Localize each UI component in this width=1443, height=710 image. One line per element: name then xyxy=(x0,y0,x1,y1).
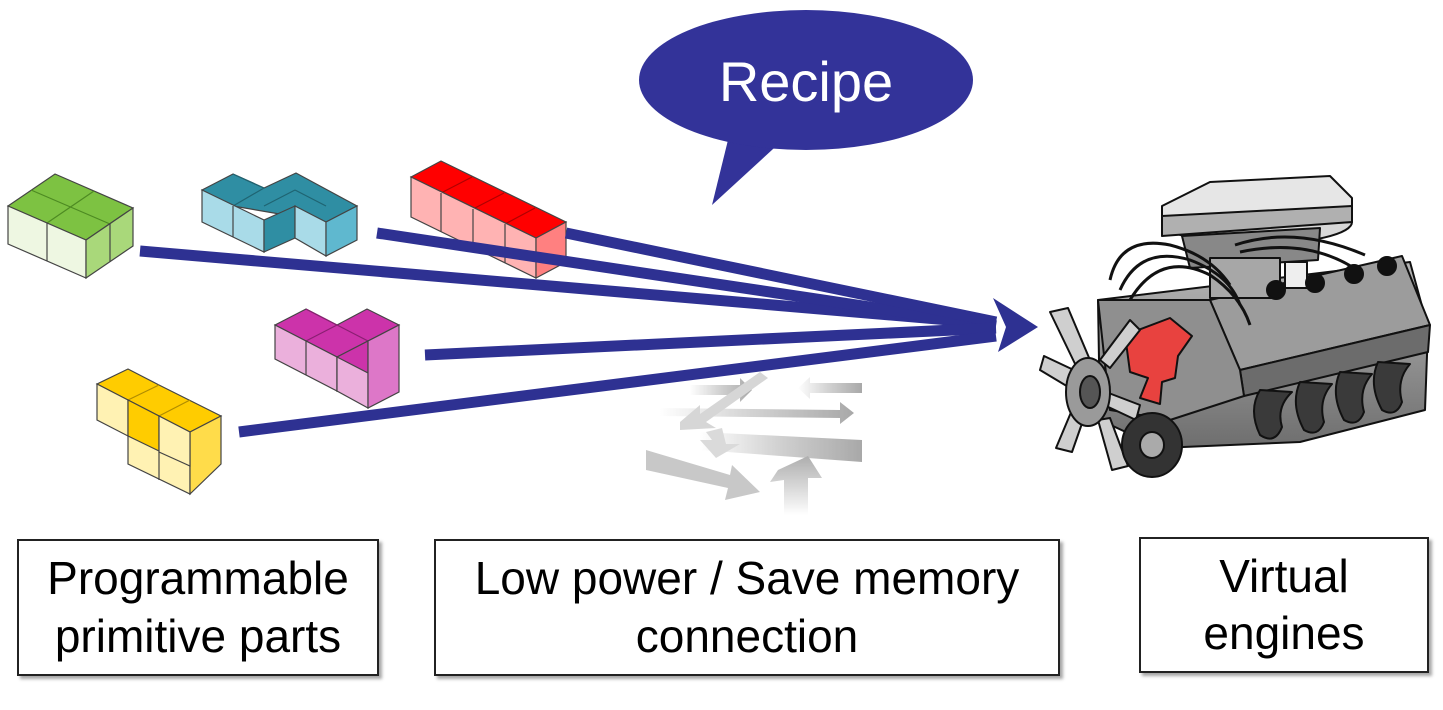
connection-line-1: Low power / Save memory xyxy=(474,552,1020,604)
virtual-engines-line-2: engines xyxy=(1203,607,1365,659)
magenta-block-icon xyxy=(273,308,401,410)
yellow-block-icon xyxy=(95,368,223,496)
green-block-icon xyxy=(6,173,135,280)
virtual-engines-label-box: Virtual engines xyxy=(1139,537,1429,673)
programmable-parts-line-2: primitive parts xyxy=(54,609,342,662)
connection-label-box: Low power / Save memory connection xyxy=(434,539,1060,676)
virtual-engines-line-1: Virtual xyxy=(1219,549,1349,602)
connection-arrows-graphic xyxy=(646,372,862,515)
connector-lines xyxy=(139,227,998,438)
connection-line-2: connection xyxy=(635,609,859,662)
recipe-label: Recipe xyxy=(719,50,893,113)
cyan-block-icon xyxy=(200,172,359,258)
programmable-parts-label-box: Programmable primitive parts xyxy=(17,539,379,676)
engine-illustration-icon xyxy=(1039,175,1431,478)
recipe-speech-bubble: Recipe xyxy=(639,10,973,205)
programmable-parts-line-1: Programmable xyxy=(47,552,349,604)
connector-arrowhead xyxy=(993,298,1038,352)
